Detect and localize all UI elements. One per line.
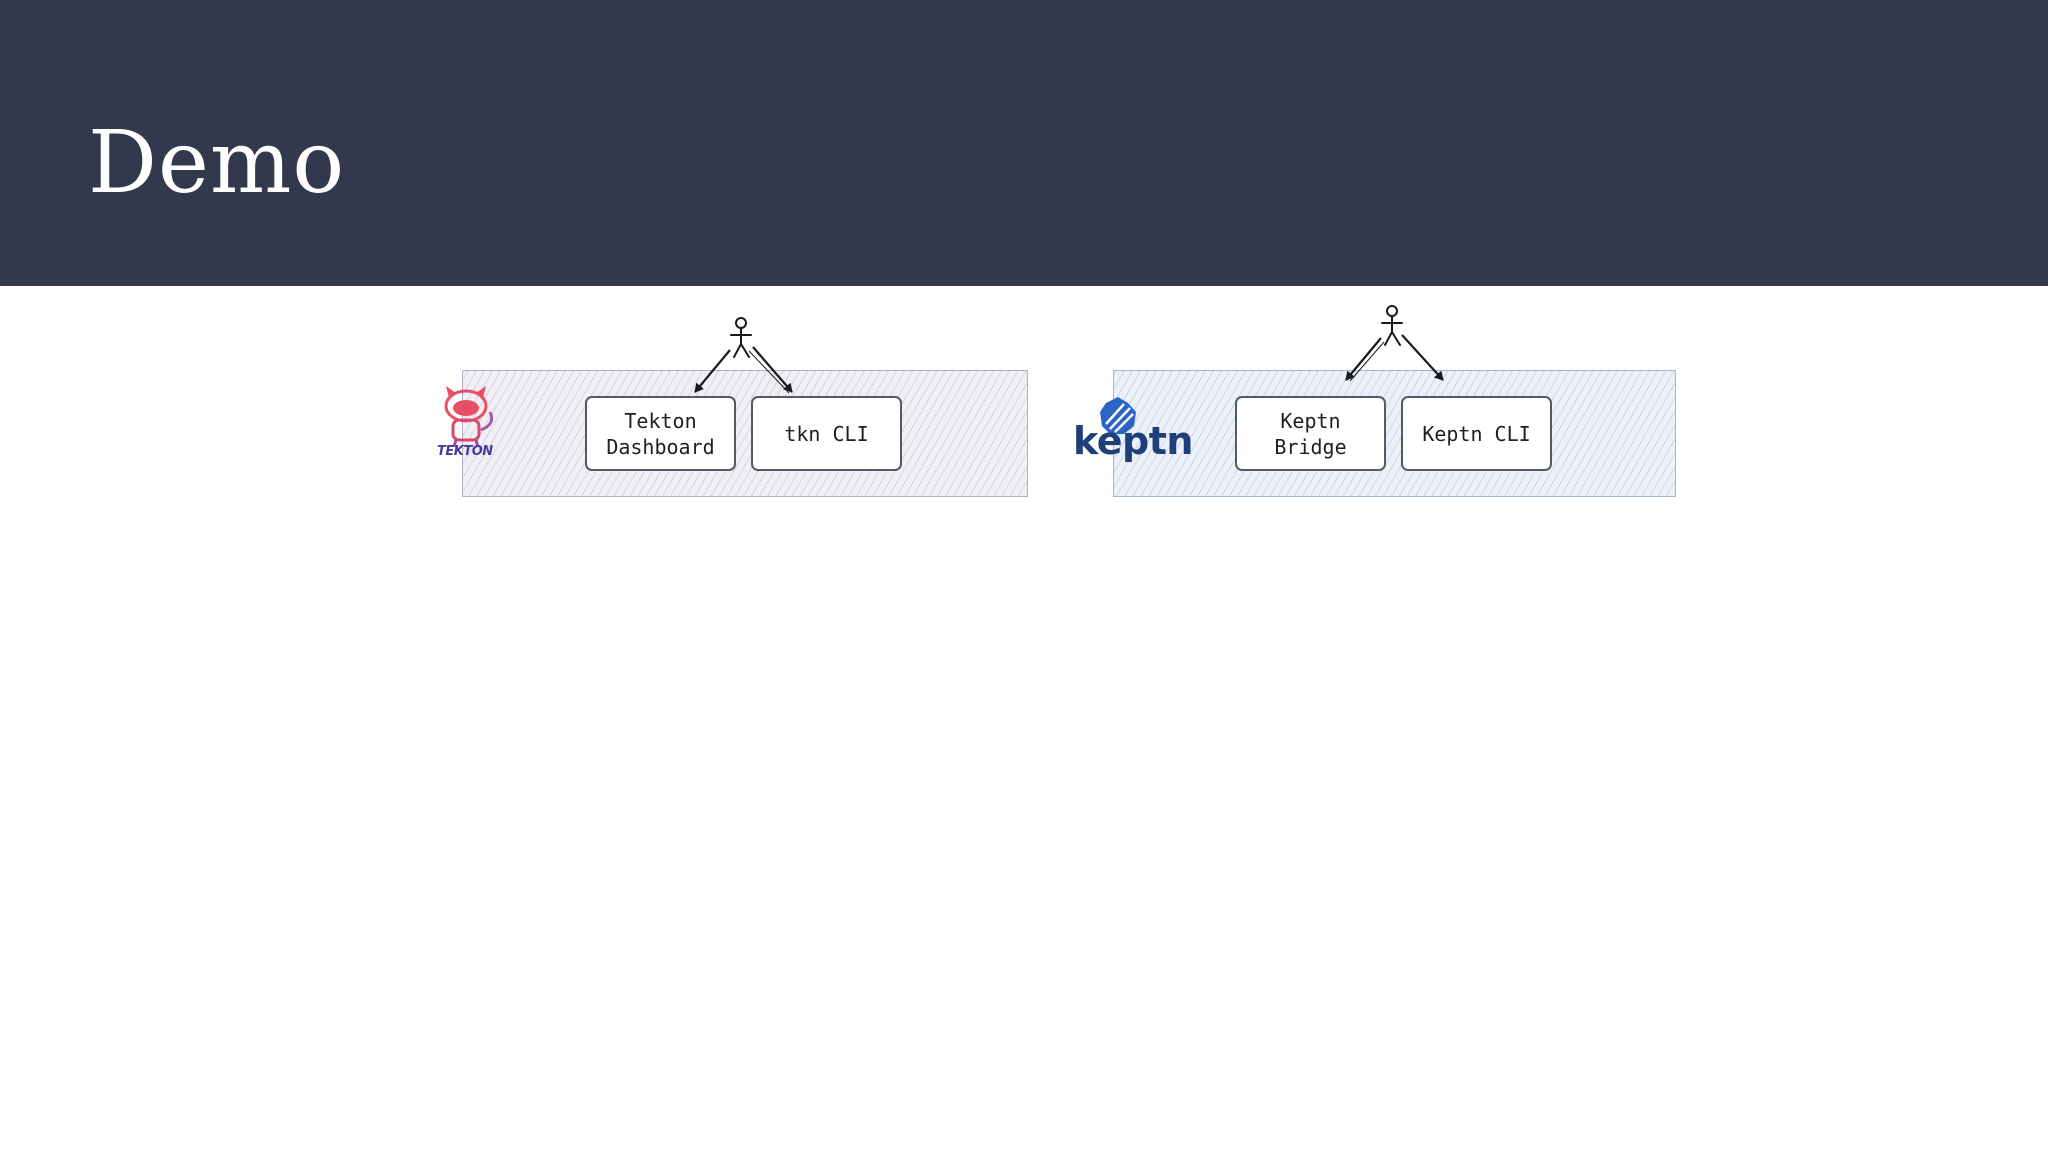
keptn-logo-text: keptn: [1073, 419, 1193, 463]
slide-title: Demo: [88, 113, 346, 213]
keptn-panel: [1113, 370, 1676, 497]
keptn-cli-box: Keptn CLI: [1401, 396, 1552, 471]
keptn-bridge-box: Keptn Bridge: [1235, 396, 1386, 471]
tkn-cli-box: tkn CLI: [751, 396, 902, 471]
slide-header: Demo: [0, 0, 2048, 286]
keptn-arrow-icons: [1345, 334, 1444, 382]
keptn-logo-icon: [1100, 397, 1136, 434]
tekton-dashboard-box: Tekton Dashboard: [585, 396, 736, 471]
tekton-logo-text: TEKTON: [437, 444, 493, 459]
keptn-user-icon: [1381, 305, 1403, 346]
tekton-arrow-icons: [694, 346, 793, 394]
tekton-user-icon: [730, 317, 752, 358]
tekton-cat-logo-icon: [444, 386, 494, 448]
tekton-panel: [462, 370, 1028, 497]
